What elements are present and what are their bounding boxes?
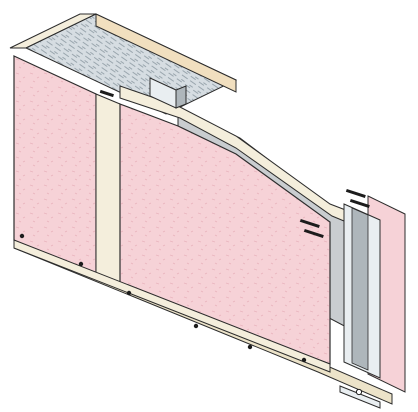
fixing-hole-icon <box>355 388 363 396</box>
fixing-hole-icon <box>126 290 132 296</box>
fixing-hole-icon <box>193 323 199 329</box>
screw-icon <box>345 188 366 198</box>
screw-icon <box>349 198 370 208</box>
stud-right <box>343 203 381 379</box>
fixing-hole-icon <box>301 357 307 363</box>
fixing-hole-icon <box>19 233 25 239</box>
fixing-dots <box>19 233 363 396</box>
board-front-edge <box>13 239 331 373</box>
floor-track-foot <box>339 385 381 409</box>
screw-row <box>99 89 370 238</box>
fixing-hole-icon <box>78 261 84 267</box>
board-joint-strip <box>95 93 121 289</box>
stud-left <box>149 77 187 109</box>
top-track-strip <box>95 13 237 93</box>
fixing-hole-icon <box>247 344 253 350</box>
screw-icon <box>299 218 320 228</box>
screw-icon <box>303 228 324 238</box>
screw-icon <box>99 89 114 98</box>
